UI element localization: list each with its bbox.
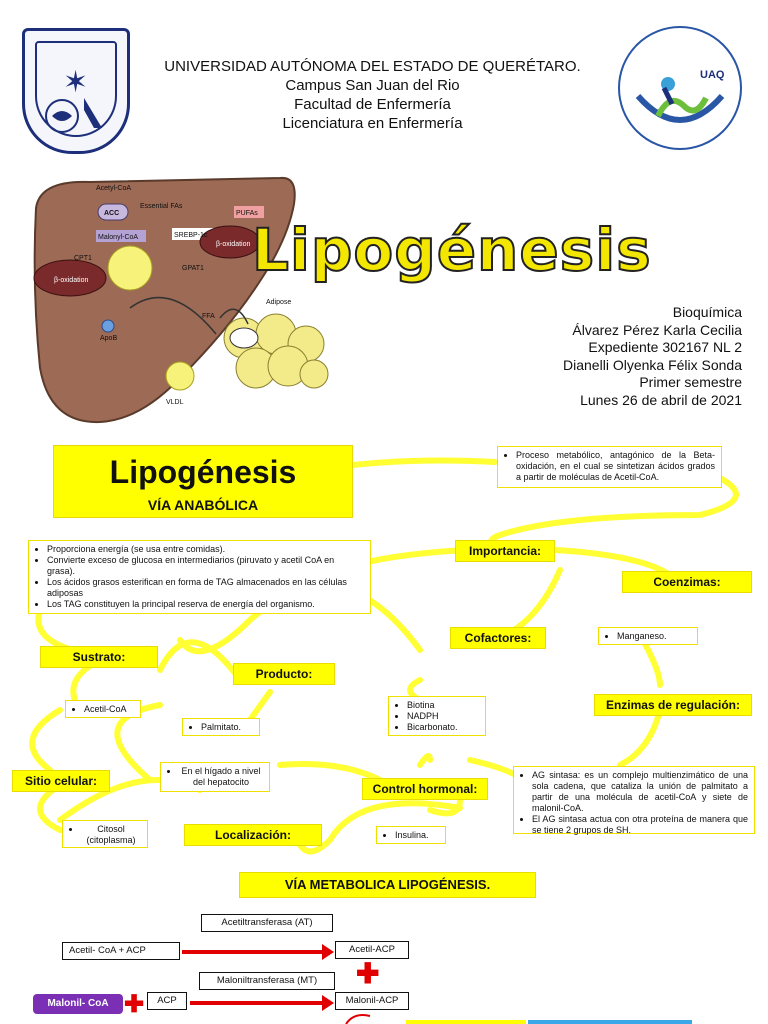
arrow-mt [190,1001,326,1005]
enzyme-at: Acetiltransferasa (AT) [201,914,333,932]
sitio-item: Citosol (citoplasma) [81,824,141,846]
importancia-item: Los TAG constituyen la principal reserva… [47,599,364,610]
label-essential-fas: Essential FAs [140,203,183,210]
university-seal: ✶ [22,28,130,154]
importancia-item: Proporciona energía (se usa entre comida… [47,544,364,555]
sustrato-note: Acetil-CoA [65,700,141,718]
label-coenzimas: Coenzimas: [622,571,752,593]
producto-item: Palmitato. [201,722,253,733]
label-cpt1: CPT1 [74,255,92,262]
liver-lipogenesis-figure: Acetyl-CoA ACC Essential FAs PUFAs Malon… [33,176,329,424]
enzimas-item: AG sintasa: es un complejo multienzimáti… [532,770,748,814]
control-item: Insulina. [395,830,439,841]
header-institution: UNIVERSIDAD AUTÓNOMA DEL ESTADO DE QUERÉ… [140,57,605,133]
importancia-item: Los ácidos grasos esterifican en forma d… [47,577,364,599]
label-ffa: FFA [202,313,215,320]
substrate-acetil-coa-acp: Acetil- CoA + ACP [62,942,180,960]
red-curve-icon [345,1014,371,1024]
plus-icon: ✚ [356,958,380,989]
importancia-note: Proporciona energía (se usa entre comida… [28,540,371,614]
higado-item: En el hígado a nivel del hepatocito [179,766,263,788]
info-line: Dianelli Olyenka Félix Sonda [563,356,742,373]
sustrato-item: Acetil-CoA [84,704,134,715]
label-apob: ApoB [100,335,117,342]
campus-name: Campus San Juan del Rio [285,77,460,94]
enzimas-note: AG sintasa: es un complejo multienzimáti… [513,766,755,836]
label-cofactores: Cofactores: [450,627,546,649]
cofactores-item: Bicarbonato. [407,722,479,733]
pathway-title: VÍA METABOLICA LIPOGÉNESIS. [239,872,536,898]
enzyme-mt: Maloniltransferasa (MT) [199,972,335,990]
sitio-note: Citosol (citoplasma) [62,820,148,848]
seal-emblem-icon [45,98,102,133]
producto-note: Palmitato. [182,718,260,736]
map-main-title: Lipogénesis [109,454,297,490]
definition-text: Proceso metabólico, antagónico de la Bet… [516,450,715,483]
control-note: Insulina. [376,826,446,844]
label-control-hormonal: Control hormonal: [362,778,488,800]
cofactores-item: NADPH [407,711,479,722]
product-malonil-acp: Malonil-ACP [335,992,409,1010]
label-acc: ACC [104,210,119,217]
malonil-coa-badge: Malonil- CoA [33,994,123,1014]
faculty-logo: UAQ [618,26,742,150]
arrow-at-head-icon [322,944,334,960]
importancia-item: Convierte exceso de glucosa en intermedi… [47,555,364,577]
plus-icon: ✚ [124,991,145,1018]
map-main-box: Lipogénesis VÍA ANABÓLICA [53,445,353,518]
arrow-at [182,950,326,954]
label-oxidation-1: β-oxidation [216,241,250,248]
author-info: Bioquímica Álvarez Pérez Karla Cecilia E… [520,304,742,409]
cofactores-item: Biotina [407,700,479,711]
faculty-logo-icon: UAQ [635,69,725,123]
label-enzimas-regulacion: Enzimas de regulación: [594,694,752,716]
label-oxidation-2: β-oxidation [54,277,88,284]
label-sitio-celular: Sitio celular: [12,770,110,792]
coenzimas-note: Manganeso. [598,627,698,645]
substrate-acp: ACP [147,992,187,1010]
label-producto: Producto: [233,663,335,685]
label-pufas: PUFAs [236,210,258,217]
info-line: Bioquímica [672,304,742,320]
enzimas-item: El AG sintasa actua con otra proteína de… [532,814,748,836]
label-gpat1: GPAT1 [182,265,204,272]
cofactores-note: Biotina NADPH Bicarbonato. [388,696,486,736]
faculty-name: Facultad de Enfermería [294,96,451,113]
label-localizacion: Localización: [184,824,322,846]
coenzimas-item: Manganeso. [617,631,691,642]
arrow-mt-head-icon [322,995,334,1011]
definition-note: Proceso metabólico, antagónico de la Bet… [497,446,722,488]
next-step-yellow-bar [406,1020,526,1024]
product-acetil-acp: Acetil-ACP [335,941,409,959]
label-vldl: VLDL [166,399,184,406]
next-step-blue-bar [528,1020,692,1024]
degree-name: Licenciatura en Enfermería [282,115,463,132]
label-acetyl-coa: Acetyl-CoA [96,185,131,192]
higado-note: En el hígado a nivel del hepatocito [160,762,270,792]
label-importancia: Importancia: [455,540,555,562]
info-line: Lunes 26 de abril de 2021 [580,391,742,408]
label-srebp: SREBP-1c [174,232,208,239]
university-name: UNIVERSIDAD AUTÓNOMA DEL ESTADO DE QUERÉ… [164,58,581,75]
info-line: Álvarez Pérez Karla Cecilia [572,321,742,338]
label-adipose: Adipose [266,299,291,306]
map-main-subtitle: VÍA ANABÓLICA [147,497,259,513]
label-malonyl-coa: Malonyl-CoA [98,234,138,241]
page-title: Lipogénesis [251,215,652,285]
info-line: Expediente 302167 NL 2 [588,339,742,355]
svg-text:UAQ: UAQ [700,69,725,81]
label-sustrato: Sustrato: [40,646,158,668]
info-line: Primer semestre [639,374,742,390]
